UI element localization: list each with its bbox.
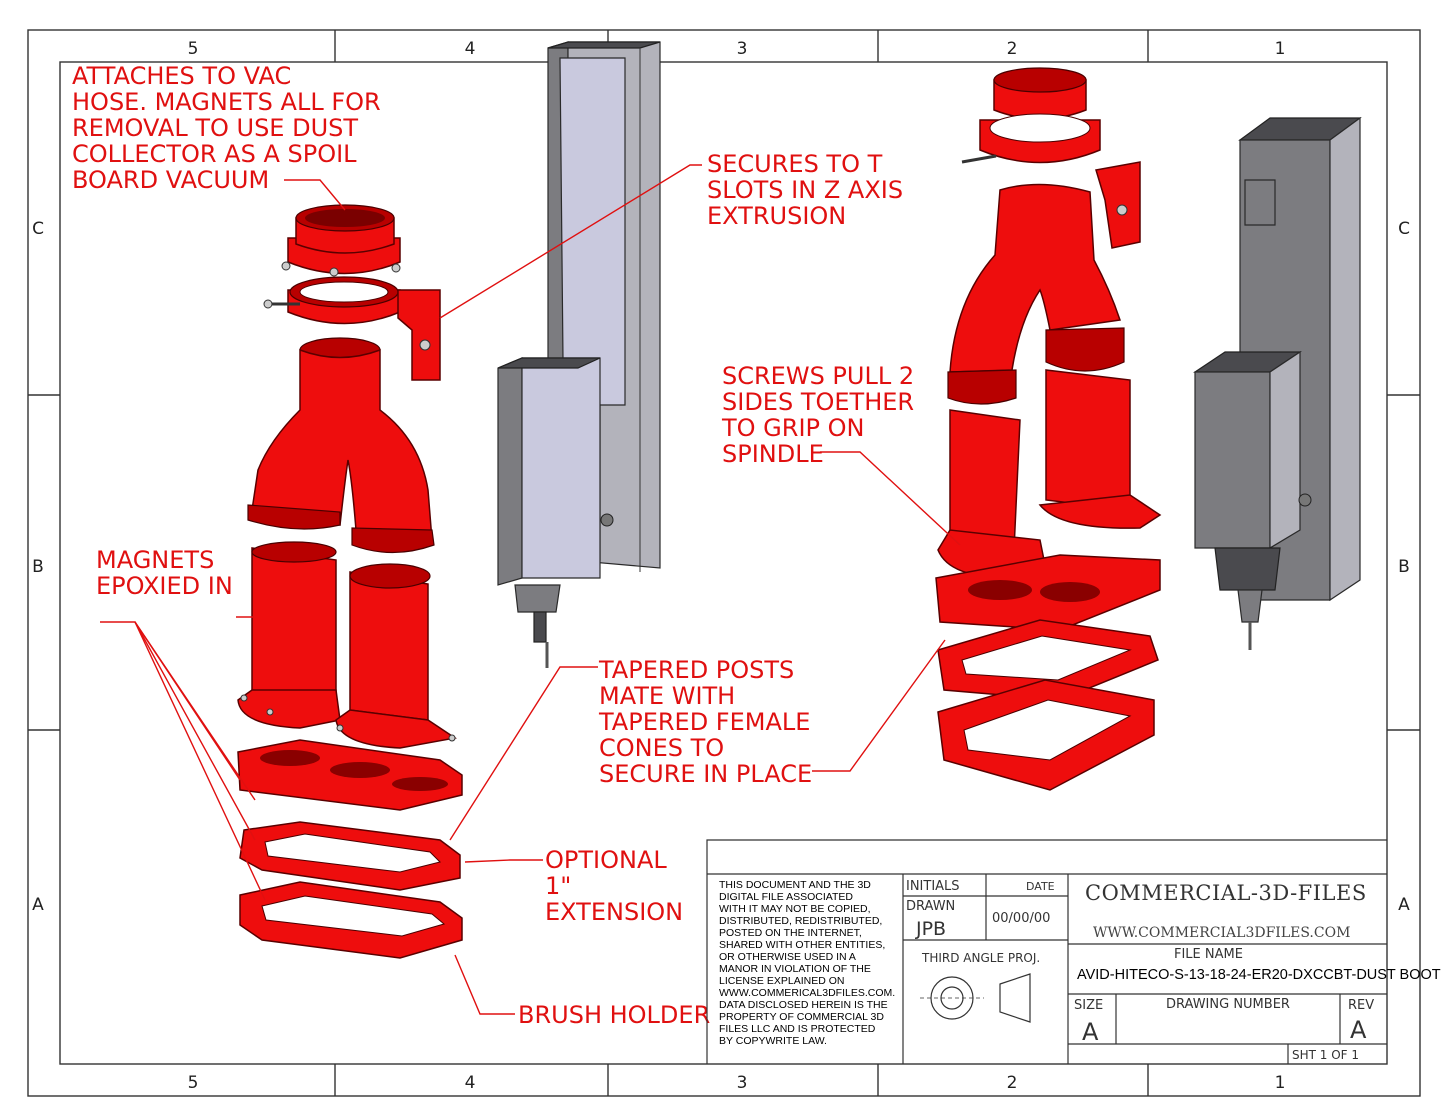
notice-line-8: MANOR IN VIOLATION OF THE <box>719 963 871 975</box>
callout-extension-line-2: 1" <box>545 872 571 900</box>
zone-left-c: C <box>32 219 44 239</box>
company-name: COMMERCIAL-3D-FILES <box>1085 881 1367 905</box>
spindle-clamp-part <box>263 276 441 381</box>
callout-magnets-line-1: MAGNETS <box>96 546 214 574</box>
hose-collar-assembled <box>961 67 1141 249</box>
callout-tapered: TAPERED POSTS MATE WITH TAPERED FEMALE C… <box>598 656 812 788</box>
y-manifold-part <box>247 337 435 554</box>
notice-line-4: DISTRIBUTED, REDISTRIBUTED, <box>719 915 882 927</box>
callout-vac-hose-line-4: COLLECTOR AS A SPOIL <box>72 140 357 168</box>
callout-extension: OPTIONAL 1" EXTENSION <box>545 846 683 926</box>
size-label: SIZE <box>1074 998 1103 1013</box>
leader-lines <box>100 164 961 1015</box>
callout-tapered-line-2: MATE WITH <box>599 682 735 710</box>
notice-line-14: BY COPYWRITE LAW. <box>719 1035 827 1047</box>
zone-bottom-3: 3 <box>737 1073 748 1093</box>
notice-line-12: PROPERTY OF COMMERCIAL 3D <box>719 1011 884 1023</box>
third-angle-projection-icon <box>920 973 1031 1023</box>
callout-vac-hose-line-3: REMOVAL TO USE DUST <box>72 114 358 142</box>
callout-t-slots-line-3: EXTRUSION <box>707 202 846 230</box>
drawn-label: DRAWN <box>906 899 955 914</box>
file-name-label: FILE NAME <box>1174 947 1243 962</box>
callout-tapered-line-3: TAPERED FEMALE <box>598 708 810 736</box>
notice-line-11: DATA DISCLOSED HEREIN IS THE <box>719 999 888 1011</box>
notice-line-2: DIGITAL FILE ASSOCIATED <box>719 891 853 903</box>
zone-right-c: C <box>1398 219 1410 239</box>
z-axis-extrusion-left <box>497 41 661 668</box>
brush-holder-part <box>239 881 463 959</box>
date-value: 00/00/00 <box>992 911 1050 926</box>
extension-ring-part <box>239 821 461 891</box>
callout-tapered-line-5: SECURE IN PLACE <box>599 760 812 788</box>
callout-extension-line-3: EXTENSION <box>545 898 683 926</box>
initials-label: INITIALS <box>906 879 960 894</box>
file-name: AVID-HITECO-S-13-18-24-ER20-DXCCBT-DUST … <box>1077 967 1441 983</box>
callout-t-slots-line-2: SLOTS IN Z AXIS <box>707 176 903 204</box>
notice-line-13: FILES LLC AND IS PROTECTED <box>719 1023 876 1035</box>
border-frame <box>27 29 1421 1097</box>
zone-top-3: 3 <box>737 39 748 59</box>
extension-ring-assembled <box>937 619 1159 701</box>
sheet-number: SHT 1 OF 1 <box>1292 1048 1359 1062</box>
company-website: WWW.COMMERCIAL3DFILES.COM <box>1093 925 1350 941</box>
zone-bottom-1: 1 <box>1275 1073 1286 1093</box>
zone-top-5: 5 <box>188 39 199 59</box>
callout-vac-hose: ATTACHES TO VAC HOSE. MAGNETS ALL FOR RE… <box>72 62 381 194</box>
rev-label: REV <box>1348 998 1374 1013</box>
z-axis-extrusion-right <box>1193 116 1362 650</box>
zone-left-b: B <box>32 557 44 577</box>
zone-left-a: A <box>32 895 44 915</box>
twin-posts-part <box>237 541 457 749</box>
zone-right-b: B <box>1398 557 1410 577</box>
callout-magnets: MAGNETS EPOXIED IN <box>96 546 233 600</box>
callout-screws-line-3: TO GRIP ON <box>721 414 864 442</box>
base-plate-part <box>237 739 463 811</box>
zone-bottom-4: 4 <box>465 1073 476 1093</box>
date-label: DATE <box>1026 880 1055 893</box>
callout-vac-hose-line-2: HOSE. MAGNETS ALL FOR <box>72 88 381 116</box>
callout-magnets-line-2: EPOXIED IN <box>96 572 233 600</box>
notice-line-7: OR OTHERWISE USED IN A <box>719 951 856 963</box>
zone-bottom-2: 2 <box>1007 1073 1018 1093</box>
callout-vac-hose-line-1: ATTACHES TO VAC <box>72 62 291 90</box>
drawn-value: JPB <box>915 918 946 940</box>
callout-extension-line-1: OPTIONAL <box>545 846 667 874</box>
hose-collar-part <box>281 204 401 277</box>
callout-brush: BRUSH HOLDER <box>518 1001 710 1029</box>
base-plate-assembled <box>935 554 1161 631</box>
zone-bottom-5: 5 <box>188 1073 199 1093</box>
callout-screws-line-1: SCREWS PULL 2 <box>722 362 914 390</box>
notice-line-3: WITH IT MAY NOT BE COPIED, <box>719 903 871 915</box>
callout-tapered-line-4: CONES TO <box>599 734 724 762</box>
callout-brush-line-1: BRUSH HOLDER <box>518 1001 710 1029</box>
callout-t-slots: SECURES TO T SLOTS IN Z AXIS EXTRUSION <box>707 150 903 230</box>
zone-top-2: 2 <box>1007 39 1018 59</box>
notice-line-6: SHARED WITH OTHER ENTITIES, <box>719 939 885 951</box>
brush-holder-assembled <box>937 679 1155 791</box>
zone-labels: 5 4 3 2 1 5 4 3 2 1 C B A C B A <box>32 39 1410 1093</box>
callout-vac-hose-line-5: BOARD VACUUM <box>72 166 269 194</box>
drawing-number-label: DRAWING NUMBER <box>1166 997 1290 1012</box>
assembled-view-right <box>935 67 1162 791</box>
callout-screws-line-2: SIDES TOETHER <box>722 388 914 416</box>
callout-screws: SCREWS PULL 2 SIDES TOETHER TO GRIP ON S… <box>721 362 914 468</box>
exploded-view-left <box>237 204 463 959</box>
zone-top-4: 4 <box>465 39 476 59</box>
zone-right-a: A <box>1398 895 1410 915</box>
callout-t-slots-line-1: SECURES TO T <box>707 150 883 178</box>
notice-line-10: WWW.COMMERICAL3DFILES.COM. <box>719 987 895 999</box>
callout-tapered-line-1: TAPERED POSTS <box>598 656 794 684</box>
rev-value: A <box>1350 1016 1367 1044</box>
notice-line-9: LICENSE EXPLAINED ON <box>719 975 844 987</box>
callout-screws-line-4: SPINDLE <box>722 440 824 468</box>
y-manifold-assembled <box>947 183 1125 405</box>
projection-label: THIRD ANGLE PROJ. <box>921 951 1040 965</box>
title-block: THIS DOCUMENT AND THE 3D DIGITAL FILE AS… <box>706 839 1441 1064</box>
size-value: A <box>1082 1018 1099 1046</box>
notice-line-1: THIS DOCUMENT AND THE 3D <box>719 879 871 891</box>
notice-line-5: POSTED ON THE INTERNET, <box>719 927 862 939</box>
zone-top-1: 1 <box>1275 39 1286 59</box>
